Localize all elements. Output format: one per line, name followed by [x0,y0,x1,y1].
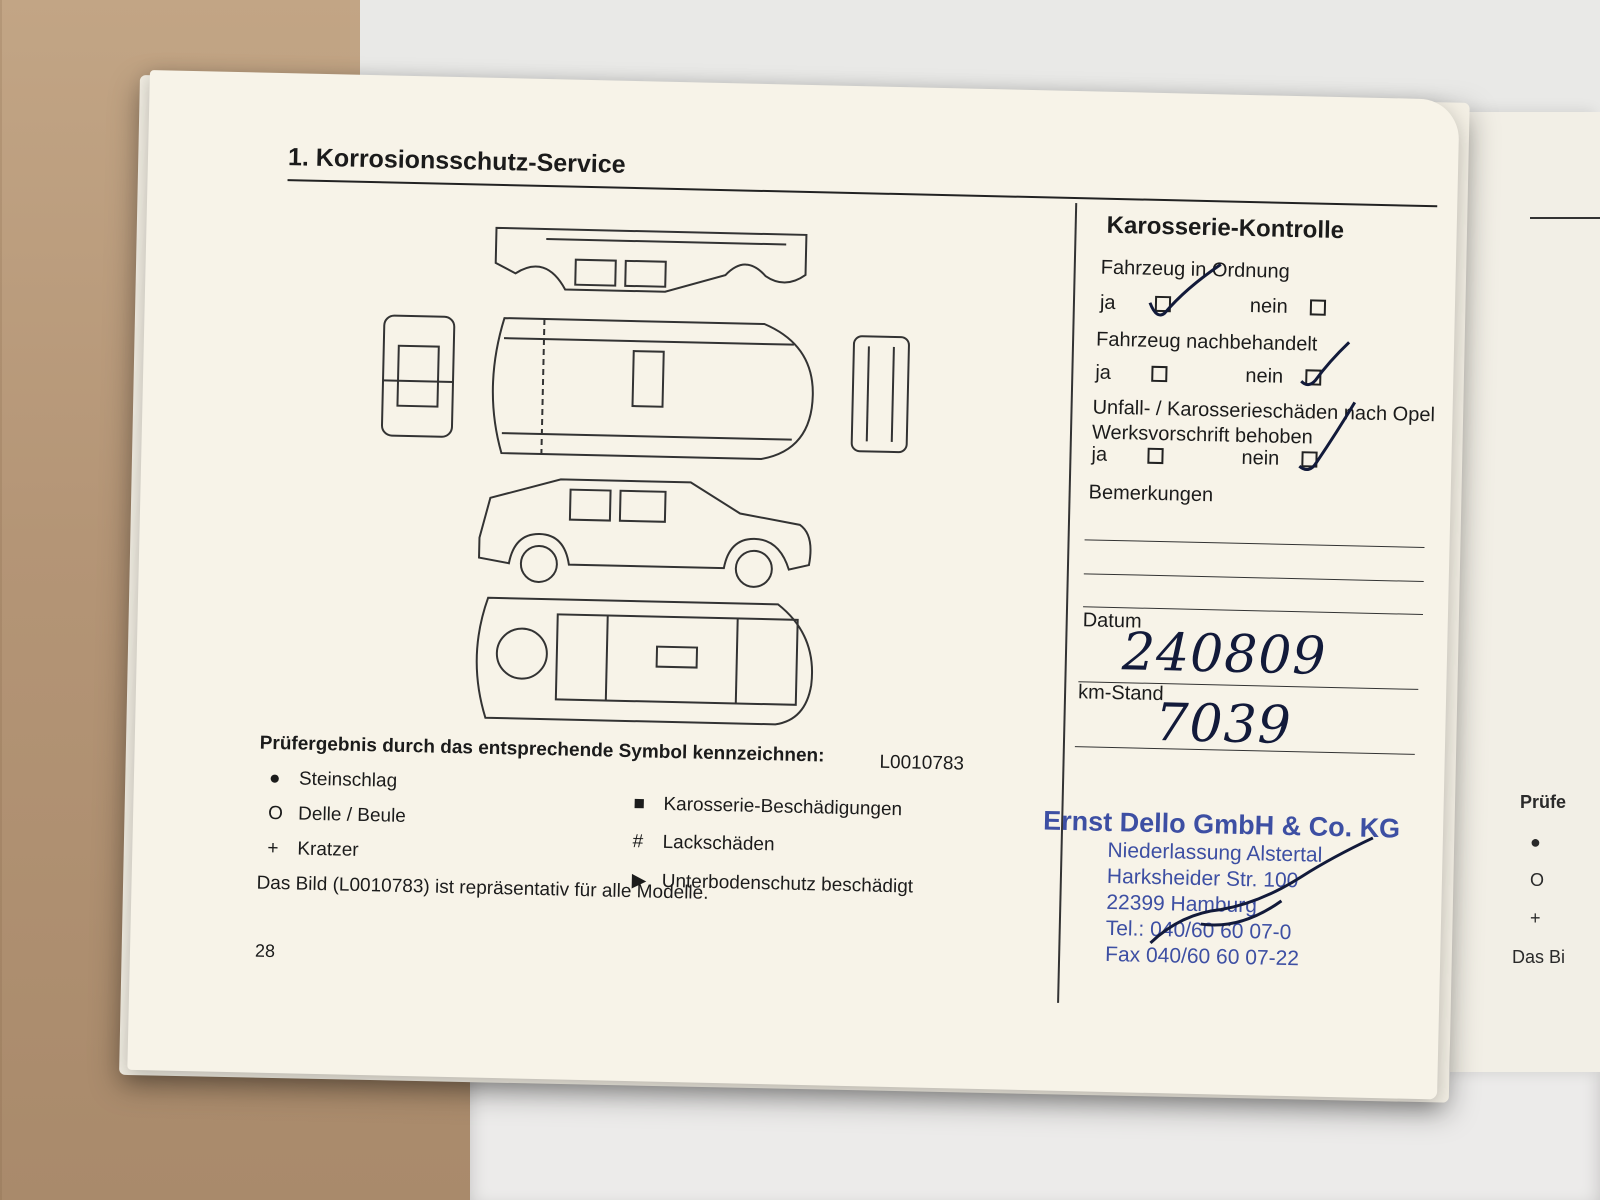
next-page-rule [1530,217,1600,219]
signature-icon [1149,836,1374,945]
car-front-view [380,314,456,438]
q1-no-checkbox[interactable] [1309,299,1327,316]
car-side-view [478,478,812,588]
square-icon: ■ [633,793,646,815]
legend-label: Steinschlag [298,768,398,792]
q2-yes-checkbox[interactable] [1151,365,1168,383]
car-side-view-top [494,226,808,293]
next-page-bullet-dot: ● [1530,832,1541,852]
q1-yes-label: ja [1099,291,1116,314]
plus-icon: + [267,837,279,860]
km-value[interactable]: 7039 [1154,692,1293,757]
q1-no-label: nein [1249,295,1288,318]
date-value[interactable]: 240809 [1121,622,1328,687]
form-title: Karosserie-Kontrolle [1106,211,1345,245]
dot-icon: ● [268,767,281,790]
q2-yes-label: ja [1095,361,1112,384]
legend-item-steinschlag: ● Steinschlag [269,768,398,793]
next-page-bullet-plus: + [1530,908,1541,928]
car-rear-view [850,335,910,454]
remarks-label: Bemerkungen [1088,481,1214,507]
next-page-label: Prüfe [1520,792,1567,812]
q2-no-label: nein [1245,364,1284,388]
q3-no-label: nein [1241,446,1280,470]
car-underbody-view [475,596,813,726]
next-page-footnote: Das Bi [1512,947,1566,967]
legend-item-lackschaeden: # Lackschäden [632,831,774,856]
hash-icon: # [632,831,644,853]
legend-label: Lackschäden [662,831,775,856]
car-plan-view [491,317,814,460]
figure-id: L0010783 [879,751,965,775]
km-label: km-Stand [1077,681,1164,706]
q3-label-line2: Werksvorschrift behoben [1091,421,1314,449]
page-title: 1. Korrosionsschutz-Service [287,143,626,179]
remarks-line-2 [1083,573,1424,583]
legend-item-delle: O Delle / Beule [268,803,406,828]
page-number: 28 [254,940,276,962]
legend-instructions: Prüfergebnis durch das entsprechende Sym… [259,732,825,767]
next-page: Prüfe ● O + Das Bi [1450,112,1600,1072]
legend-label: Karosserie-Beschädigungen [663,793,903,821]
legend-item-karosserie: ■ Karosserie-Beschädigungen [633,793,902,821]
legend-item-kratzer: + Kratzer [267,838,359,862]
q2-label: Fahrzeug nachbehandelt [1095,328,1318,356]
next-page-bullet-circle: O [1530,870,1545,890]
legend-label: Kratzer [297,838,359,861]
checkmark-icon [1148,263,1222,317]
booklet-page: 1. Korrosionsschutz-Service [127,70,1460,1100]
title-rule [287,179,1438,208]
legend-label: Delle / Beule [297,803,407,827]
q3-yes-label: ja [1091,443,1108,466]
circle-icon: O [267,802,284,825]
car-diagram [355,205,927,738]
remarks-line-1 [1084,539,1425,549]
q3-yes-checkbox[interactable] [1147,447,1164,465]
checkmark-icon [1298,401,1357,472]
checkmark-icon [1300,341,1351,387]
